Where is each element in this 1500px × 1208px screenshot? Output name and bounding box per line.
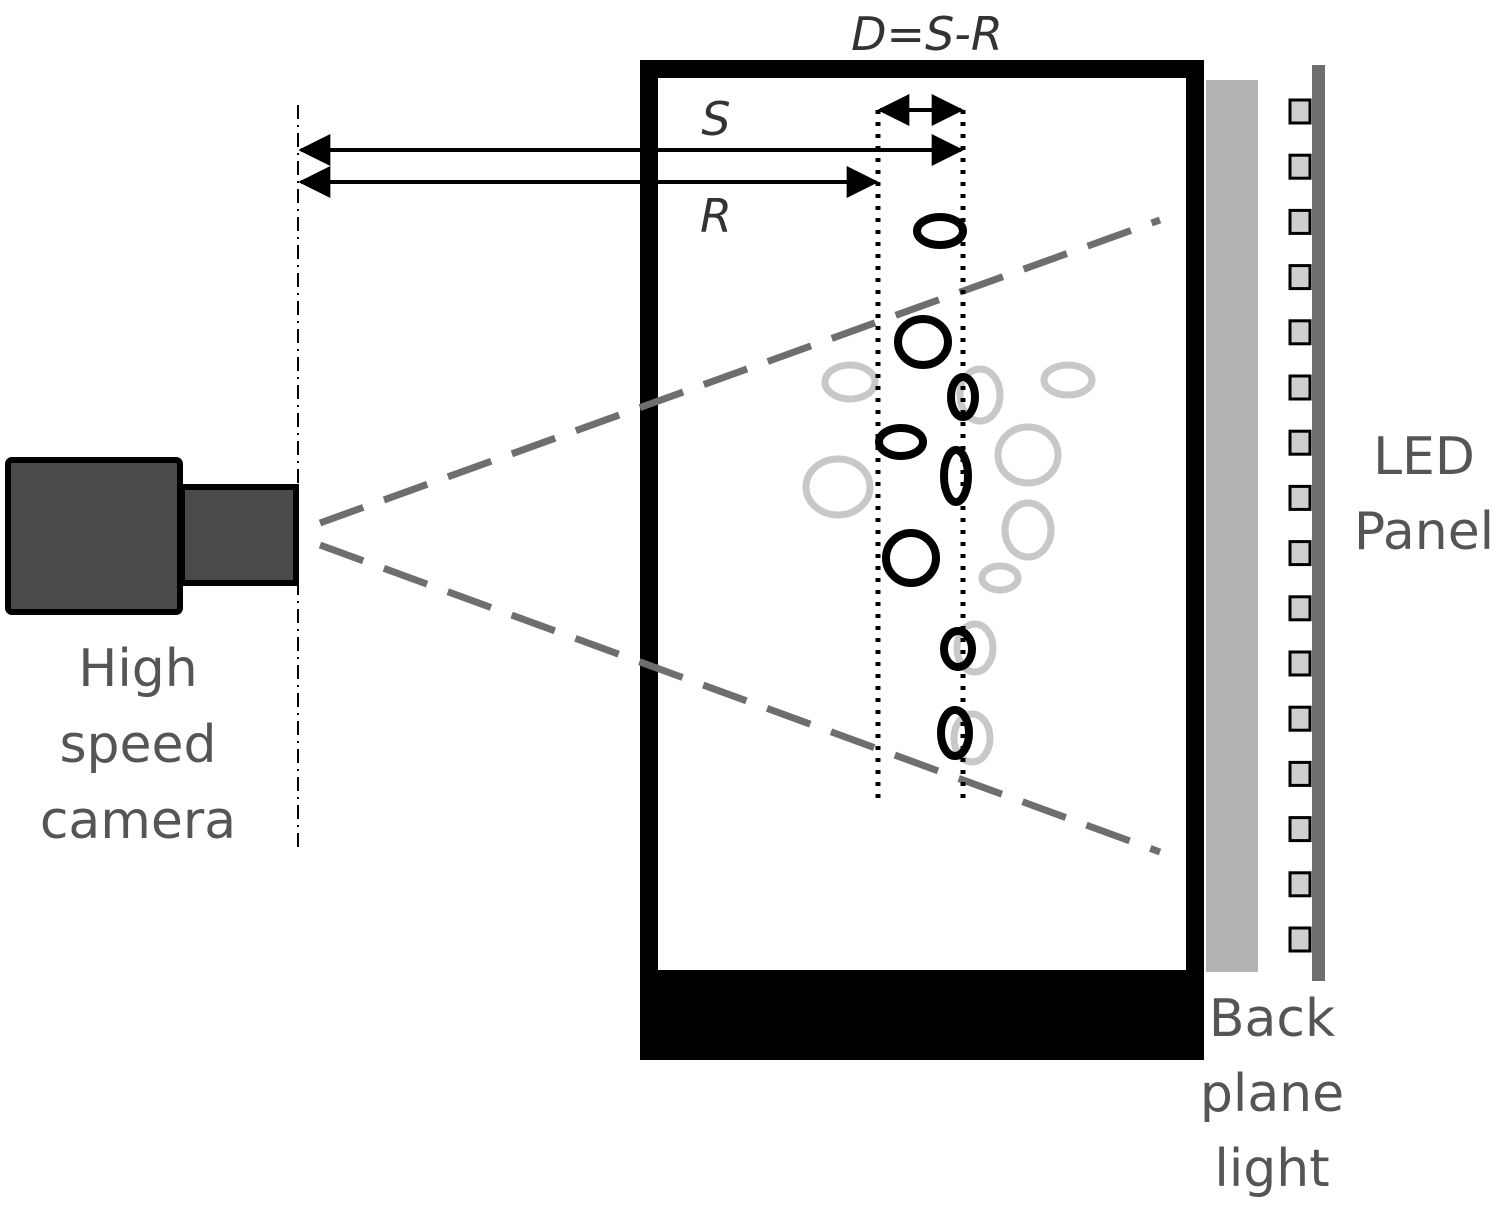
label-led-line-2: Panel: [1354, 502, 1494, 562]
bubble: [953, 620, 997, 676]
label-back-line-3: light: [1214, 1139, 1329, 1199]
bubble: [1040, 361, 1096, 399]
dimension-arrows: [298, 94, 964, 198]
focal-plane-bounds: [875, 110, 966, 805]
led-square: [1288, 760, 1312, 787]
fov-lower-line: [318, 541, 1162, 856]
bubble: [940, 446, 972, 506]
led-square: [1288, 816, 1312, 843]
bubble: [978, 562, 1022, 594]
label-high-speed-camera: High speed camera: [40, 639, 236, 851]
field-of-view: [318, 216, 1162, 856]
led-rail: [1312, 65, 1325, 981]
fov-upper-line: [318, 216, 1162, 527]
led-square: [1288, 319, 1312, 346]
tank: [640, 60, 1204, 1060]
bubble: [821, 361, 879, 403]
in-focus-bubbles: [875, 213, 979, 760]
bubble: [894, 315, 952, 369]
led-square: [1288, 374, 1312, 401]
led-square: [1288, 595, 1312, 622]
led-square: [1288, 540, 1312, 567]
bubble: [950, 710, 994, 766]
led-square: [1288, 705, 1312, 732]
high-speed-camera: [5, 457, 299, 615]
back-plane-light: [1206, 80, 1258, 972]
label-led-line-1: LED: [1373, 427, 1475, 487]
label-camera-line-2: speed: [59, 715, 216, 775]
led-square: [1288, 98, 1312, 125]
camera-body: [5, 457, 183, 615]
label-s: S: [701, 92, 730, 146]
label-led-panel: LED Panel: [1354, 427, 1494, 562]
bubble: [956, 365, 1004, 425]
label-d-equals-s-minus-r: D=S-R: [851, 7, 1003, 61]
label-camera-line-3: camera: [40, 791, 236, 851]
bubble: [882, 529, 940, 587]
led-square: [1288, 153, 1312, 180]
led-square: [1288, 264, 1312, 291]
bubble: [802, 455, 874, 519]
label-back-line-1: Back: [1209, 989, 1335, 1049]
bubble: [1001, 499, 1055, 561]
led-square: [1288, 208, 1312, 235]
bubble: [875, 424, 927, 460]
led-panel: [1288, 65, 1325, 981]
bubble: [937, 706, 973, 760]
led-list: [1288, 98, 1312, 953]
led-square: [1288, 484, 1312, 511]
bubble: [940, 627, 976, 671]
led-square: [1288, 650, 1312, 677]
label-back-plane-light: Back plane light: [1200, 989, 1344, 1199]
led-square: [1288, 429, 1312, 456]
tank-wall: [640, 60, 1204, 1060]
tank-base: [640, 970, 1204, 1058]
label-camera-line-1: High: [78, 639, 198, 699]
led-square: [1288, 926, 1312, 953]
out-of-focus-bubbles: [802, 361, 1096, 766]
label-back-line-2: plane: [1200, 1064, 1344, 1124]
bubble: [994, 423, 1062, 487]
led-square: [1288, 871, 1312, 898]
camera-lens: [179, 484, 299, 586]
label-r: R: [700, 189, 732, 243]
